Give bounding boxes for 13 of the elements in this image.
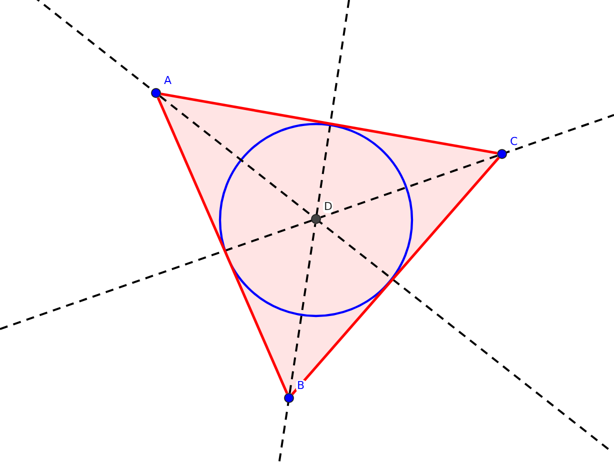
labeled-point	[310, 201, 334, 225]
triangle-side	[160, 92, 498, 154]
angle-bisector	[320, 154, 498, 218]
triangle-side	[156, 97, 288, 394]
labeled-point	[496, 136, 520, 160]
point-label: B	[296, 380, 306, 392]
angle-bisector	[288, 224, 316, 394]
triangle-side	[291, 156, 500, 396]
labeled-point	[283, 380, 307, 404]
point-label: A	[163, 75, 173, 87]
labeled-point	[150, 75, 174, 99]
point-label: D	[323, 201, 334, 213]
point-label: C	[509, 136, 519, 148]
